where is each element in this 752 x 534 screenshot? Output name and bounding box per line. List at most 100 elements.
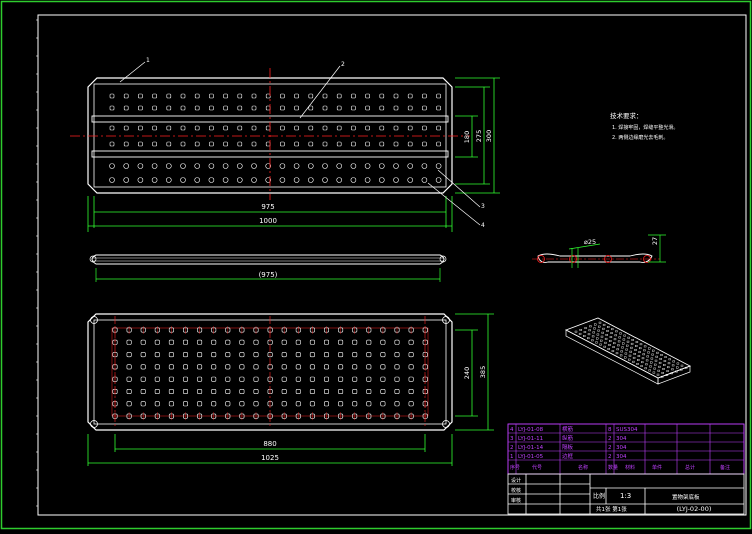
bom-header-cell: 名称 xyxy=(578,464,588,471)
top-hole xyxy=(123,141,129,147)
top-hole xyxy=(393,177,399,183)
iso-hole xyxy=(635,341,639,343)
bottom-hole xyxy=(211,352,217,358)
top-hole xyxy=(365,125,370,131)
iso-hole xyxy=(643,349,646,352)
top-hole xyxy=(279,177,286,183)
bom-cell: LYJ-01-14 xyxy=(518,445,544,451)
top-hole xyxy=(109,177,115,183)
top-hole xyxy=(223,93,228,99)
top-hole xyxy=(251,125,257,131)
iso-hole xyxy=(639,347,642,350)
top-hole xyxy=(294,93,299,99)
bottom-hole xyxy=(183,388,189,394)
leader-lines xyxy=(119,61,481,226)
top-hole xyxy=(422,141,427,147)
iso-hole xyxy=(672,360,675,363)
iso-hole xyxy=(650,361,653,364)
top-hole xyxy=(280,125,285,131)
bottom-hole xyxy=(380,376,386,382)
iso-hole xyxy=(670,372,673,375)
top-hole xyxy=(436,93,441,99)
iso-hole xyxy=(668,358,671,361)
bottom-hole xyxy=(239,339,245,345)
tb-scale: 1:3 xyxy=(620,492,631,500)
top-hole xyxy=(421,163,428,169)
top-hole xyxy=(194,125,200,131)
bottom-hole xyxy=(197,339,203,345)
bottom-hole xyxy=(366,401,372,407)
iso-hole xyxy=(613,342,616,345)
top-hole xyxy=(407,163,414,169)
bottom-hole xyxy=(154,339,160,345)
bottom-hole xyxy=(281,364,287,370)
notes-line-1: 1. 焊接牢固，焊缝平整光滑。 xyxy=(612,124,678,131)
bottom-hole xyxy=(154,401,160,407)
iso-hole xyxy=(638,351,641,353)
iso-hole xyxy=(632,356,636,359)
iso-hole xyxy=(607,326,610,328)
iso-hole xyxy=(649,365,652,368)
top-hole xyxy=(393,93,399,99)
bottom-hole xyxy=(154,364,160,370)
top-hole xyxy=(393,141,399,147)
bottom-hole xyxy=(267,352,273,358)
top-hole xyxy=(294,125,299,131)
top-hole xyxy=(180,163,186,169)
iso-hole xyxy=(646,355,649,358)
bottom-hole xyxy=(253,388,259,394)
iso-hole xyxy=(583,331,587,333)
bottom-hole xyxy=(338,352,344,358)
bottom-hole xyxy=(225,352,231,358)
iso-hole xyxy=(607,348,610,350)
top-hole xyxy=(109,125,115,131)
iso-hole xyxy=(648,347,651,350)
iso-hole xyxy=(623,334,626,337)
isometric-view xyxy=(564,317,692,385)
bottom-hole xyxy=(366,376,372,382)
top-hole xyxy=(422,93,427,99)
top-hole xyxy=(222,163,229,169)
balloon-4: 4 xyxy=(481,222,485,229)
top-hole xyxy=(308,93,314,99)
iso-hole xyxy=(596,337,599,340)
top-hole xyxy=(151,163,158,169)
bottom-hole xyxy=(309,388,315,394)
dim-section-dia: ⌀25 xyxy=(584,238,596,246)
top-hole xyxy=(109,93,115,99)
top-hole xyxy=(379,105,385,111)
iso-hole xyxy=(675,370,678,373)
bottom-view xyxy=(87,313,453,431)
top-hole xyxy=(194,93,200,99)
dim-bottom-outer-length: 1025 xyxy=(261,454,279,462)
top-hole xyxy=(407,141,413,147)
top-hole xyxy=(322,125,328,131)
iso-hole xyxy=(617,344,620,347)
top-hole xyxy=(123,163,129,169)
iso-hole xyxy=(665,374,669,376)
bottom-hole xyxy=(253,376,259,382)
top-hole xyxy=(138,125,143,131)
dim-top-inner-length: 975 xyxy=(261,203,274,211)
iso-hole xyxy=(680,368,683,371)
top-hole xyxy=(166,177,172,183)
bom-cell: 2 xyxy=(608,454,612,460)
iso-hole xyxy=(645,363,648,366)
top-hole xyxy=(180,105,186,111)
top-hole xyxy=(407,93,413,99)
iso-hole xyxy=(666,370,669,372)
top-hole xyxy=(138,141,143,147)
bottom-hole xyxy=(380,388,386,394)
bottom-hole xyxy=(154,352,160,358)
top-hole xyxy=(435,163,442,169)
balloon-1: 1 xyxy=(146,57,150,64)
top-hole xyxy=(436,141,441,147)
top-hole xyxy=(351,105,356,111)
iso-hole xyxy=(628,354,632,357)
notes-line-2: 2. 两侧边缘磨光去毛刺。 xyxy=(612,134,668,141)
top-hole xyxy=(237,125,243,131)
top-hole xyxy=(393,163,399,169)
top-hole xyxy=(435,177,442,183)
bottom-hole xyxy=(323,388,329,394)
